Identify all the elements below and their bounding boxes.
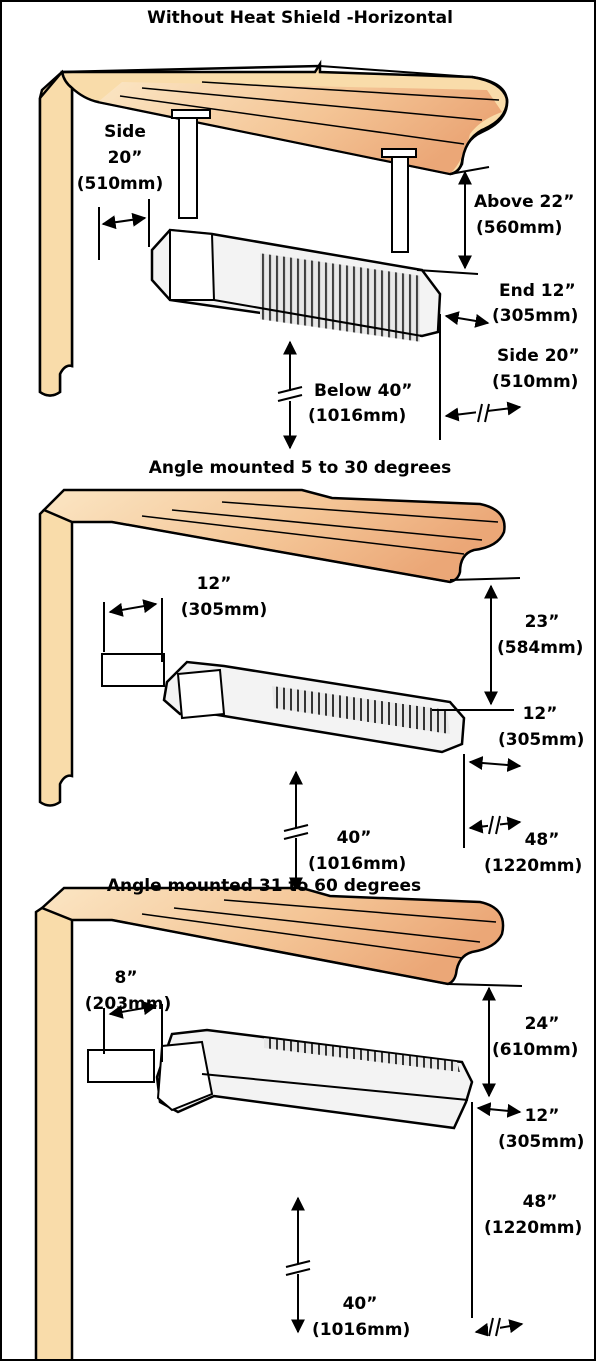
below-mm: (1016mm) [308, 406, 407, 426]
below-clearance-mm: (1016mm) [312, 1320, 411, 1340]
panel-angle-31-60 [34, 886, 524, 1359]
wall-bracket [87, 1049, 155, 1083]
below-clearance-inches: 40” [336, 828, 372, 848]
end-clearance-inches: 12” [524, 1106, 560, 1126]
wall-clearance-mm: (203mm) [84, 994, 172, 1014]
mount-bracket-left [178, 117, 198, 219]
side-label: Side [104, 122, 146, 142]
wall-clearance-inches: 8” [114, 968, 138, 988]
side-clearance-mm: (1220mm) [484, 1218, 583, 1238]
top-clearance-mm: (584mm) [497, 638, 584, 658]
side-clearance-inches: 48” [524, 830, 560, 850]
end-clearance-inches: 12” [522, 704, 558, 724]
side2-mm: (510mm) [492, 372, 579, 392]
top-clearance-inches: 24” [524, 1014, 560, 1034]
side-clearance-inches: 48” [522, 1192, 558, 1212]
below-clearance-mm: (1016mm) [308, 854, 407, 874]
end-mm: (305mm) [492, 306, 579, 326]
panel-horizontal [38, 59, 522, 450]
panel-1-title: Without Heat Shield -Horizontal [147, 8, 453, 28]
top-clearance-inches: 23” [524, 612, 560, 632]
panel-3-title: Angle mounted 31 to 60 degrees [106, 876, 422, 896]
wall-bracket [101, 653, 165, 687]
end-clearance-mm: (305mm) [498, 730, 585, 750]
end-clearance-mm: (305mm) [498, 1132, 585, 1152]
panel-angle-5-30 [38, 488, 522, 892]
ceiling-profile [38, 508, 74, 807]
side-mm: (510mm) [76, 174, 164, 194]
wall-clearance-inches: 12” [196, 574, 232, 594]
side2-clearance: Side 20” [497, 346, 580, 366]
above-clearance: Above 22” [474, 192, 575, 212]
ceiling-profile [34, 906, 74, 1359]
side-inches: 20” [107, 148, 143, 168]
mount-bracket-right [391, 156, 409, 253]
above-mm: (560mm) [476, 218, 563, 238]
below-clearance: Below 40” [314, 381, 413, 401]
panel-2-title: Angle mounted 5 to 30 degrees [148, 458, 452, 478]
end-clearance: End 12” [499, 281, 576, 301]
side-clearance-mm: (1220mm) [484, 856, 583, 876]
wall-clearance-mm: (305mm) [180, 600, 268, 620]
below-clearance-inches: 40” [342, 1294, 378, 1314]
top-clearance-mm: (610mm) [492, 1040, 579, 1060]
